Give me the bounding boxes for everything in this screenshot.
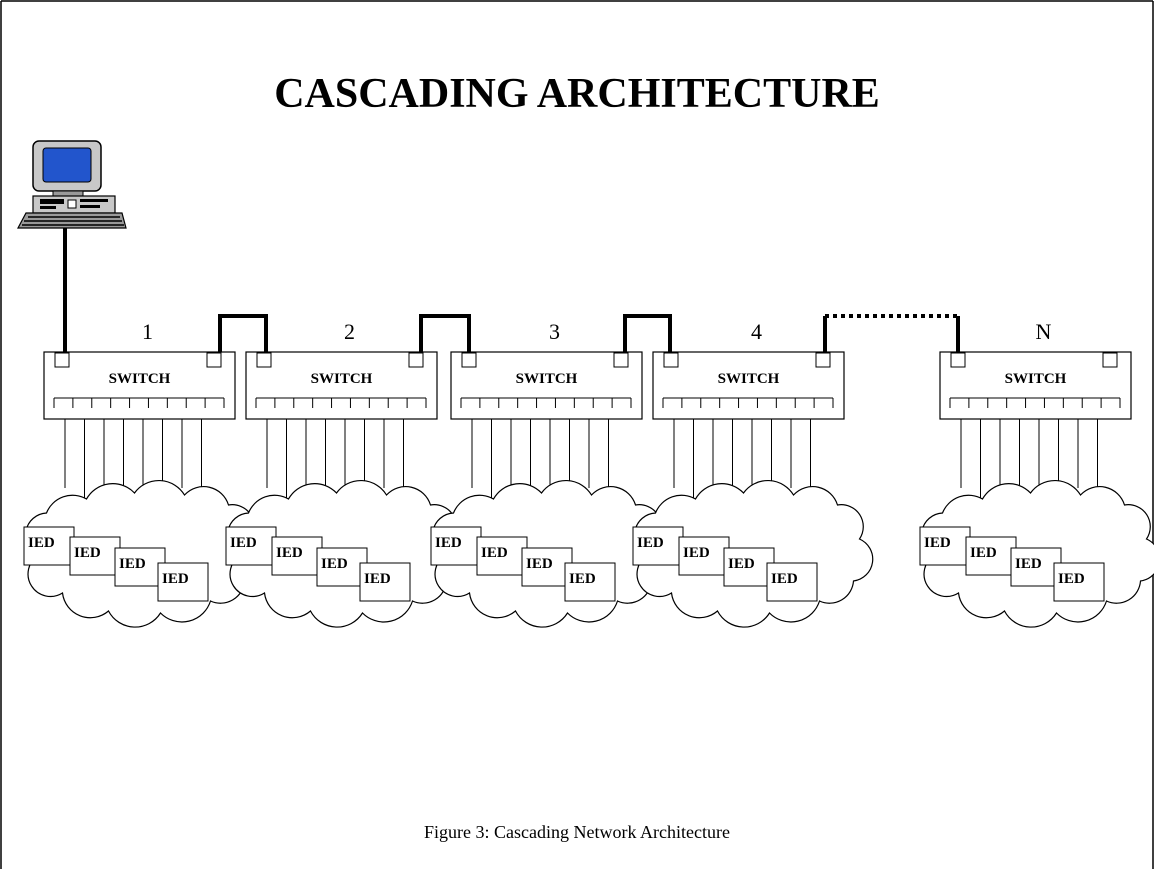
ied-label: IED [162, 571, 189, 587]
ied-label: IED [435, 535, 462, 551]
ied-device: IED [476, 536, 528, 576]
ied-label: IED [481, 545, 508, 561]
switch-label: SWITCH [718, 371, 780, 387]
ied-label: IED [924, 535, 951, 551]
cascade-link [419, 314, 471, 352]
switch-number: 3 [549, 319, 560, 344]
device-cloud: IED IED IED IED [632, 479, 874, 628]
switch-5: N SWITCH [939, 319, 1132, 510]
ied-device: IED [919, 526, 971, 566]
ied-label: IED [119, 556, 146, 572]
ied-device: IED [723, 547, 775, 587]
ied-device: IED [69, 536, 121, 576]
switch-number: 1 [142, 319, 153, 344]
switch-body [43, 351, 236, 420]
device-cloud: IED IED IED IED [225, 479, 467, 628]
switch-label: SWITCH [311, 371, 373, 387]
uplink-port [613, 352, 629, 368]
ied-label: IED [276, 545, 303, 561]
switch-body [450, 351, 643, 420]
switch-body [939, 351, 1132, 420]
ied-device: IED [271, 536, 323, 576]
ied-device: IED [1010, 547, 1062, 587]
ied-label: IED [230, 535, 257, 551]
ied-label: IED [74, 545, 101, 561]
uplink-port [54, 352, 70, 368]
uplink-port [1102, 352, 1118, 368]
switch-number: N [1036, 319, 1052, 344]
switch-body [245, 351, 438, 420]
switch-label: SWITCH [109, 371, 171, 387]
ied-device: IED [521, 547, 573, 587]
figure-caption: Figure 3: Cascading Network Architecture [424, 822, 730, 842]
ied-device: IED [359, 562, 411, 602]
ied-label: IED [569, 571, 596, 587]
ied-device: IED [225, 526, 277, 566]
device-cloud: IED IED IED IED [919, 479, 1154, 628]
uplink-port [408, 352, 424, 368]
device-cloud: IED IED IED IED [430, 479, 672, 628]
ied-device: IED [1053, 562, 1105, 602]
uplink-port [950, 352, 966, 368]
ied-label: IED [28, 535, 55, 551]
device-cloud: IED IED IED IED [23, 479, 265, 628]
ied-device: IED [766, 562, 818, 602]
ied-device: IED [564, 562, 616, 602]
uplink-port [663, 352, 679, 368]
ied-label: IED [728, 556, 755, 572]
ied-label: IED [364, 571, 391, 587]
ied-label: IED [970, 545, 997, 561]
uplink-port [206, 352, 222, 368]
switch-label: SWITCH [516, 371, 578, 387]
ied-device: IED [430, 526, 482, 566]
ied-device: IED [316, 547, 368, 587]
ied-label: IED [1058, 571, 1085, 587]
cascade-link-dashed [823, 314, 960, 352]
ied-label: IED [771, 571, 798, 587]
ied-device: IED [23, 526, 75, 566]
uplink-port [461, 352, 477, 368]
ied-device: IED [157, 562, 209, 602]
uplink-port [815, 352, 831, 368]
diagram-title: CASCADING ARCHITECTURE [274, 71, 880, 117]
cascade-link [623, 314, 672, 352]
ied-label: IED [683, 545, 710, 561]
cascade-link [218, 314, 268, 352]
ied-label: IED [526, 556, 553, 572]
ied-label: IED [321, 556, 348, 572]
ied-device: IED [114, 547, 166, 587]
switch-body [652, 351, 845, 420]
uplink-port [256, 352, 272, 368]
ied-device: IED [678, 536, 730, 576]
ied-device: IED [632, 526, 684, 566]
switch-number: 4 [751, 319, 762, 344]
ied-label: IED [1015, 556, 1042, 572]
switch-label: SWITCH [1005, 371, 1067, 387]
ied-device: IED [965, 536, 1017, 576]
switch-number: 2 [344, 319, 355, 344]
ied-label: IED [637, 535, 664, 551]
computer-icon [17, 140, 127, 229]
